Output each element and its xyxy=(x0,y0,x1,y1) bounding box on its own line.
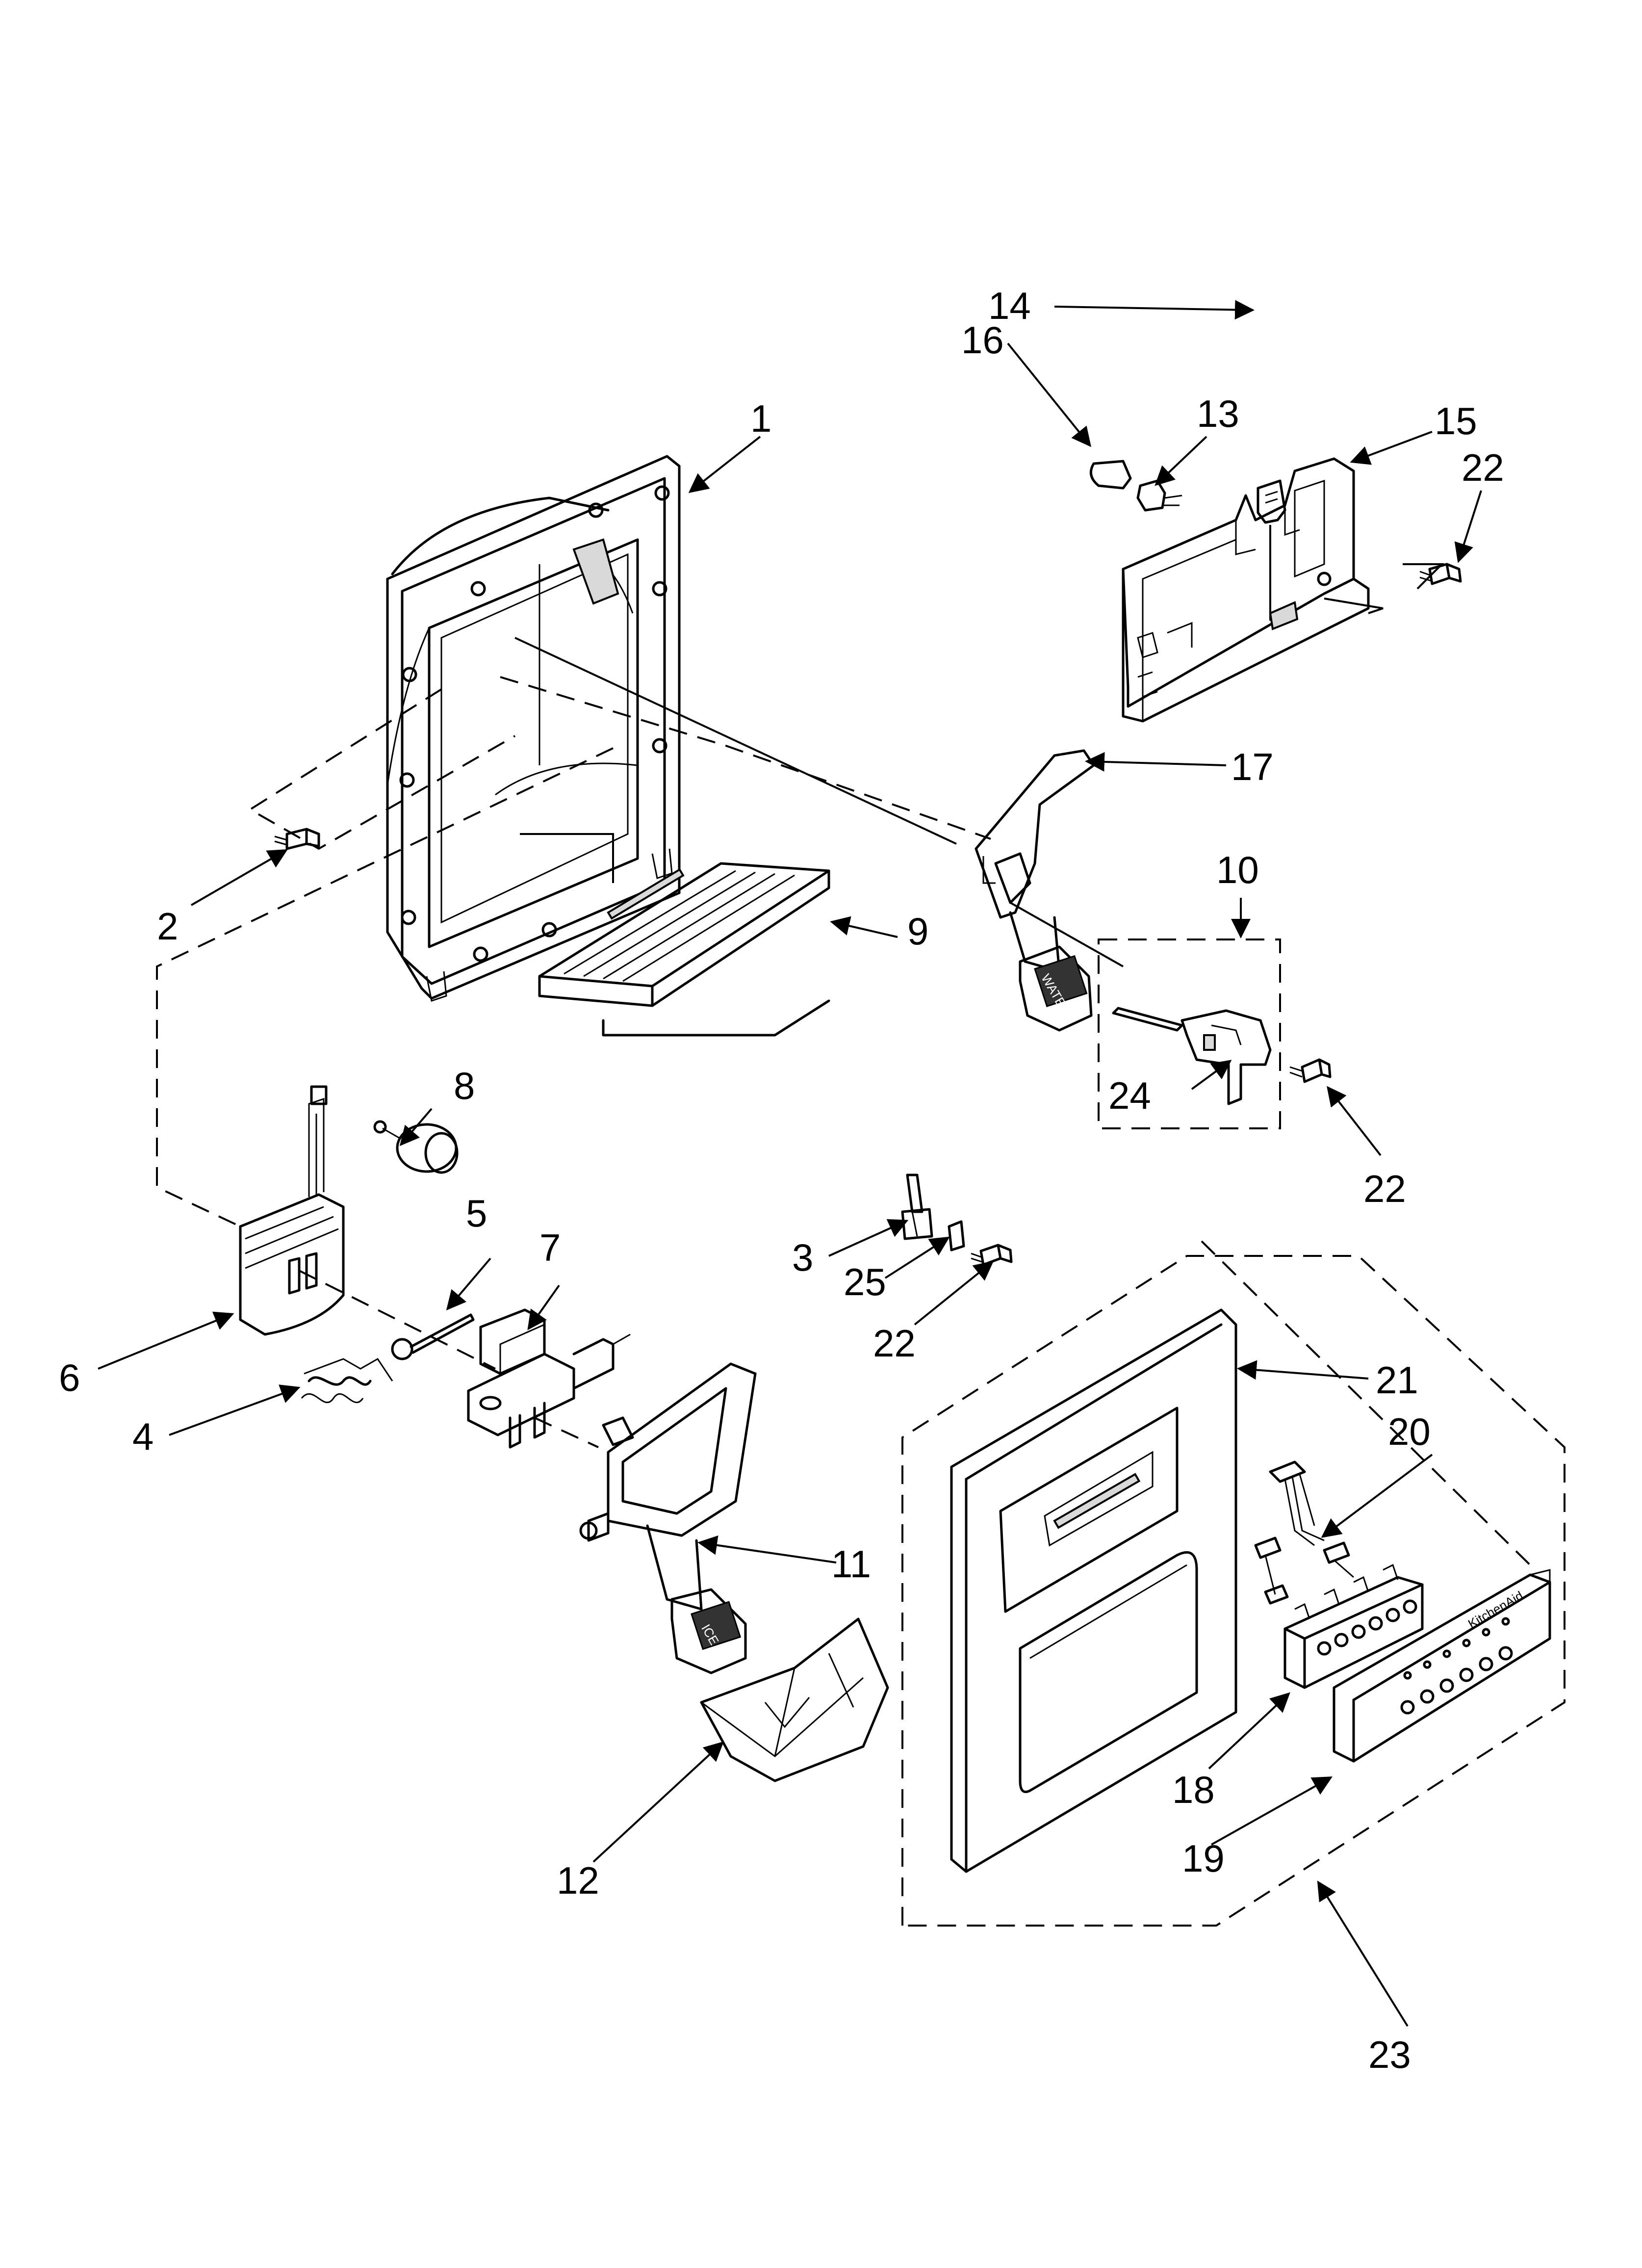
callout-22-middle: 22 xyxy=(873,1322,916,1365)
insulator-25 xyxy=(948,1220,965,1251)
callout-22-right: 22 xyxy=(1363,1167,1406,1210)
callout-16: 16 xyxy=(961,318,1004,362)
callout-25: 25 xyxy=(844,1260,886,1303)
assembly-lines xyxy=(156,525,1536,1571)
drip-tray xyxy=(538,862,830,1037)
callout-15: 15 xyxy=(1435,399,1477,443)
callout-11: 11 xyxy=(831,1542,871,1586)
ice-door-bracket-7 xyxy=(467,1308,631,1449)
callout-5: 5 xyxy=(466,1192,487,1235)
callout-leaders xyxy=(98,300,1482,2027)
clip-3 xyxy=(901,1173,933,1240)
callout-8: 8 xyxy=(454,1064,475,1107)
callout-22-top: 22 xyxy=(1462,446,1504,489)
light-housing-15 xyxy=(1122,457,1370,723)
callout-23: 23 xyxy=(1368,2033,1411,2076)
pin-5 xyxy=(391,1313,475,1360)
screw-22-middle xyxy=(971,1244,1013,1266)
callout-2: 2 xyxy=(157,905,178,948)
callout-6: 6 xyxy=(59,1356,80,1399)
callout-numbers: 14 16 13 15 22 1 17 10 9 2 24 8 22 5 7 3… xyxy=(59,284,1504,2076)
screw-2 xyxy=(274,828,320,850)
callout-14: 14 xyxy=(988,284,1031,327)
spring-4 xyxy=(301,1358,393,1403)
water-switch-assembly-10 xyxy=(1098,938,1281,1129)
water-actuator-17: WATER xyxy=(975,749,1095,1032)
ice-door-motor xyxy=(239,1085,345,1336)
bulb-socket-13 xyxy=(1136,479,1182,512)
callout-1: 1 xyxy=(750,397,771,440)
callout-7: 7 xyxy=(539,1226,561,1269)
control-board-18 xyxy=(1283,1564,1424,1689)
dispenser-housing xyxy=(386,455,681,1002)
dispenser-front-assembly-23 xyxy=(901,1255,1565,1927)
ice-actuator-11: ICE xyxy=(579,1362,757,1674)
control-board-buttons xyxy=(1317,1599,1417,1656)
screw-22-right xyxy=(1289,1058,1332,1083)
screw-22-top xyxy=(1419,563,1462,585)
callout-17: 17 xyxy=(1231,745,1274,788)
callout-18: 18 xyxy=(1172,1768,1215,1811)
callout-10: 10 xyxy=(1216,848,1259,891)
ice-chute-12 xyxy=(700,1617,889,1782)
control-panel-buttons xyxy=(1400,1617,1513,1715)
light-bulb-16 xyxy=(1089,460,1132,490)
dispenser-front-21 xyxy=(950,1308,1237,1873)
callout-3: 3 xyxy=(792,1236,813,1279)
wire-harness-20 xyxy=(1254,1460,1354,1605)
callout-24: 24 xyxy=(1108,1074,1151,1117)
solenoid-8 xyxy=(373,1120,459,1174)
callout-21: 21 xyxy=(1376,1358,1418,1402)
callout-13: 13 xyxy=(1197,392,1239,435)
switch-14 xyxy=(1257,479,1286,524)
callout-4: 4 xyxy=(132,1415,154,1458)
callout-19: 19 xyxy=(1182,1837,1225,1880)
callout-9: 9 xyxy=(907,910,928,953)
callout-12: 12 xyxy=(557,1859,599,1902)
callout-20: 20 xyxy=(1388,1410,1431,1453)
